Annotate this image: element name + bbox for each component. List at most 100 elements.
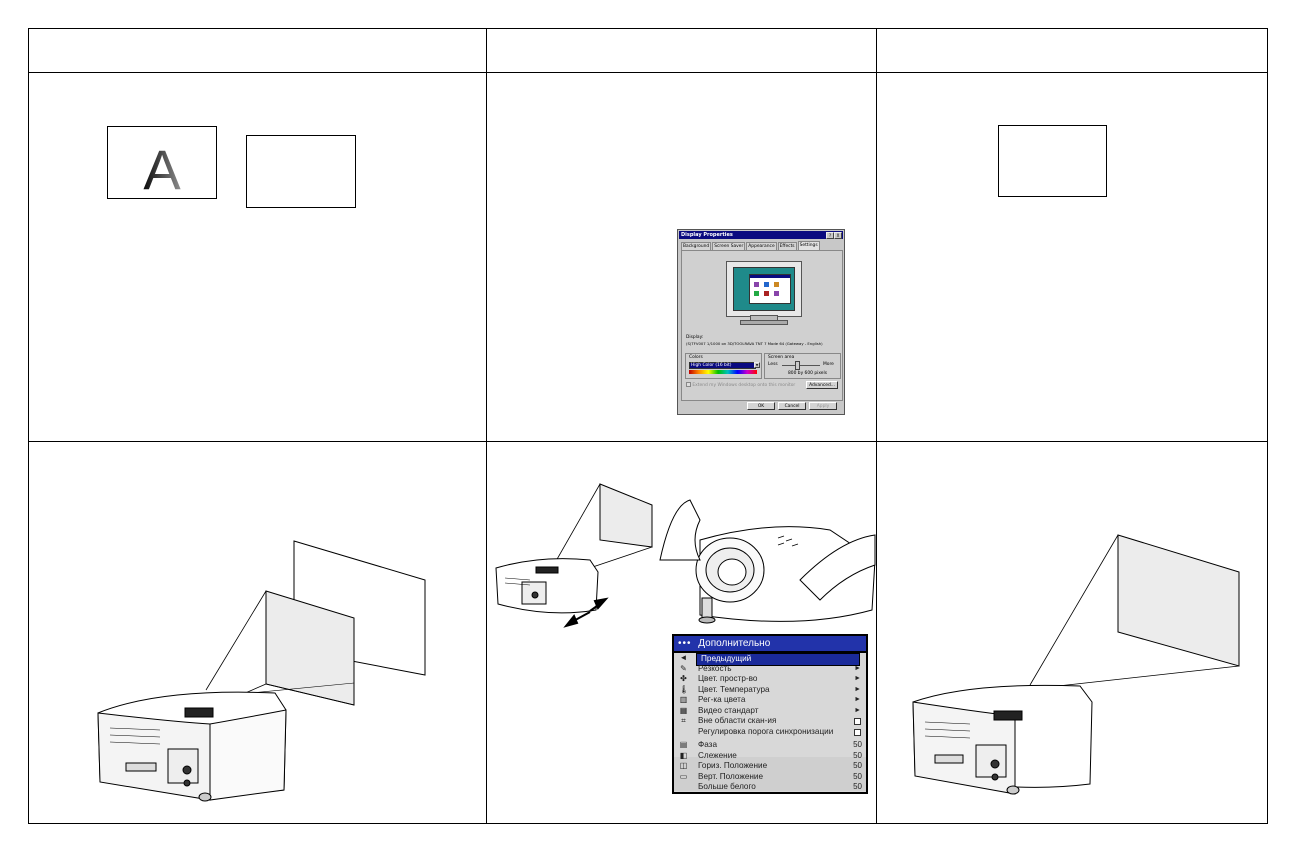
distance-arrows [563,597,609,628]
menu-item[interactable]: ▥ Рег-ка цвета ► [674,695,866,706]
display-label: Display: [686,335,704,340]
submenu-arrow-icon: ► [854,706,861,714]
small-projection-screen [599,483,653,548]
color-control-icon: ▥ [679,695,688,704]
menu-item[interactable]: Больше белого 50 [674,782,866,793]
help-button[interactable]: ? [826,232,834,239]
chevron-down-icon[interactable]: ▼ [754,362,760,368]
colors-group: Colors High Color (16 bit) ▼ [685,353,762,379]
cancel-button[interactable]: Cancel [778,402,806,410]
menu-item[interactable]: ✎ Резкость ► [674,664,866,675]
menu-item-value: 50 [853,782,862,791]
submenu-arrow-icon: ► [854,675,861,682]
tab-background[interactable]: Background [681,242,712,250]
menu-item-label: Верт. Положение [698,771,764,781]
preview-window [749,274,791,304]
menu-item-label: Рег-ка цвета [698,695,746,704]
column-divider-2 [876,28,877,824]
menu-item-label: Вне области скан-ия [698,716,777,725]
submenu-arrow-icon: ► [854,685,861,693]
menu-checkbox[interactable] [854,728,861,736]
menu-item[interactable]: Регулировка порога синхронизации [674,727,866,738]
column-divider-1 [486,28,487,824]
menu-body: ◄ Предыдущий ✎ Резкость ► ✤ Цвет. простр-во ► 🌡 Ц… [674,653,866,792]
menu-item-label: Цвет. простр-во [698,674,758,683]
tab-settings[interactable]: Settings [797,241,820,250]
ok-button[interactable]: OK [747,402,775,410]
apply-button[interactable]: Apply [809,402,837,410]
menu-item-value: 50 [853,750,862,760]
image-box-blank-right [998,125,1107,197]
menu-item-value: 50 [853,771,862,781]
color-space-icon: ✤ [680,674,687,683]
menu-item-label: Слежение [698,750,737,760]
menu-header: ••• Дополнительно [674,636,866,651]
menu-item-label: Предыдущий [696,653,860,666]
extend-desktop-checkbox[interactable]: Extend my Windows desktop onto this moni… [686,382,795,388]
vertical-position-icon: ▭ [679,771,688,781]
settings-panel: Display: (S)TFV007 1/1000 on 3D/TOOLRAVA… [681,250,843,401]
more-label: More [823,362,834,367]
dialog-title: Display Properties [681,232,733,238]
screen-area-label: Screen area [768,355,795,360]
back-arrow-icon: ◄ [679,653,688,662]
resolution-value: 800 by 600 pixels [788,371,828,376]
monitor-base [740,320,788,325]
table-grid [28,28,1268,824]
advanced-osd-menu: ••• Дополнительно ◄Предыдущий✎Резкость►✤… [672,634,868,794]
submenu-arrow-icon: ► [854,696,861,703]
sharpness-icon: ✎ [680,663,687,673]
menu-item-label: Гориз. Положение [698,761,768,770]
image-box-blank [246,135,356,208]
letter-a: A [108,137,216,202]
menu-item[interactable]: ✤ Цвет. простр-во ► [674,674,866,685]
header-row-divider [28,72,1268,73]
menu-item-label: Больше белого [698,782,756,791]
overscan-icon: ⌗ [681,716,686,725]
horizontal-position-icon: ◫ [679,761,688,770]
menu-item-label: Цвет. Температура [698,684,770,694]
monitor-preview [726,261,802,325]
extend-desktop-label: Extend my Windows desktop onto this moni… [692,383,796,388]
tab-screen-saver[interactable]: Screen Saver [712,242,746,250]
menu-item[interactable]: ▦Видео стандарт► [674,706,866,717]
menu-item[interactable]: ◫ Гориз. Положение 50 [674,761,866,772]
screen-area-slider[interactable] [782,365,820,366]
close-button[interactable]: X [834,232,842,239]
image-box-letter: A [107,126,217,202]
display-value: (S)TFV007 1/1000 on 3D/TOOLRAVA TNT 7 Mo… [686,341,823,346]
color-spectrum [689,370,757,374]
menu-item-label: Регулировка порога синхронизации [698,726,834,736]
menu-item[interactable]: ▭ Верт. Положение 50 [674,772,866,783]
monitor-bezel [726,261,802,317]
tab-effects[interactable]: Effects [777,242,797,250]
projector-with-hands [659,499,876,624]
submenu-arrow-icon: ► [854,664,861,672]
phase-icon: ▤ [679,740,688,749]
menu-item-value: 50 [853,740,862,749]
menu-checkbox[interactable] [854,718,861,725]
menu-item-value: 50 [853,761,862,770]
menu-item-label: Видео стандарт [698,705,759,715]
menu-dots-icon: ••• [678,638,692,649]
menu-item-label: Фаза [698,740,717,749]
slider-thumb[interactable] [795,361,800,370]
menu-item-label: Резкость [698,663,732,673]
menu-item[interactable]: 🌡 Цвет. Температура ► [674,685,866,696]
dialog-title-bar: Display Properties [679,231,843,239]
menu-item[interactable]: ◄ Предыдущий [674,653,866,666]
right-projection-screen [1117,534,1240,667]
less-label: Less [768,362,778,367]
menu-item[interactable]: ▤ Фаза 50 [674,740,866,751]
screen-area-group: Screen area Less More 800 by 600 pixels [764,353,841,379]
advanced-button[interactable]: Advanced... [806,381,838,389]
row-divider [28,441,1268,442]
menu-item[interactable]: ⌗ Вне области скан-ия [674,716,866,727]
dialog-tabs: Background Screen Saver Appearance Effec… [681,241,820,250]
menu-adjust-group [674,757,866,791]
thermometer-icon: 🌡 [679,684,690,694]
projector-body-3 [912,684,1093,795]
tab-appearance[interactable]: Appearance [746,242,777,250]
